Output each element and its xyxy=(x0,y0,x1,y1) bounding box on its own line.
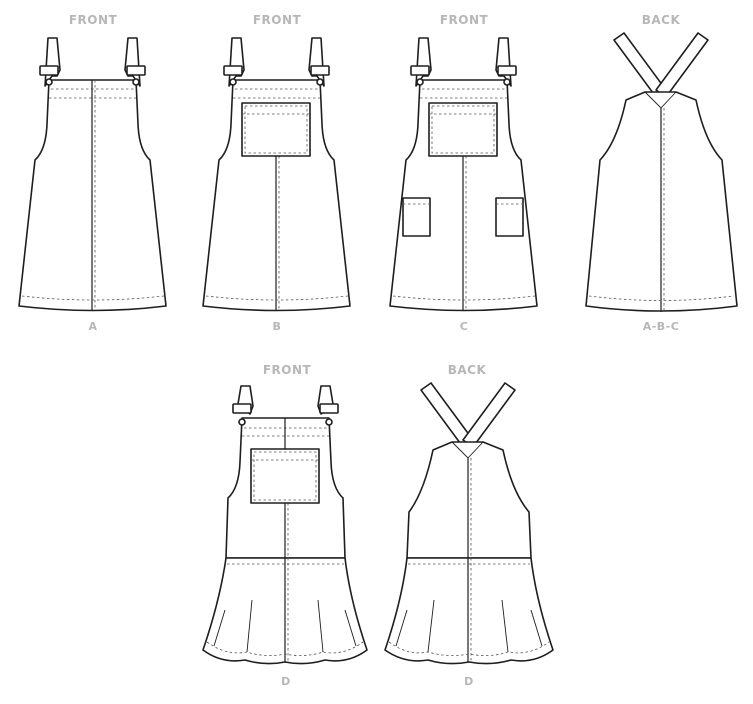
left-button xyxy=(238,418,246,426)
bib-pocket xyxy=(250,448,320,504)
bib-pocket xyxy=(428,102,498,157)
right-button xyxy=(132,78,140,86)
garment-d-front xyxy=(202,385,368,665)
bodice xyxy=(406,441,532,559)
left-button xyxy=(45,78,53,86)
view-label-b: FRONT xyxy=(252,13,302,27)
right-buckle xyxy=(497,65,517,76)
variant-label-abc: A-B-C xyxy=(642,320,680,333)
garment-b-front xyxy=(202,37,351,312)
right-buckle xyxy=(310,65,330,76)
variant-label-b: B xyxy=(272,320,282,333)
view-label-abc-back: BACK xyxy=(641,13,681,27)
variant-label-d-back: D xyxy=(464,675,474,688)
view-label-a: FRONT xyxy=(68,13,118,27)
right-hip-pocket xyxy=(495,197,524,237)
left-buckle xyxy=(232,403,252,414)
left-buckle xyxy=(223,65,243,76)
left-buckle xyxy=(39,65,59,76)
garment-d-back xyxy=(384,382,554,665)
bib-pocket xyxy=(241,102,311,157)
right-buckle xyxy=(319,403,339,414)
variant-label-c: C xyxy=(459,320,469,333)
variant-label-a: A xyxy=(88,320,98,333)
garment-a-front xyxy=(18,37,167,312)
right-strap xyxy=(462,382,516,448)
left-button xyxy=(229,78,237,86)
right-buckle xyxy=(126,65,146,76)
garment-abc-back xyxy=(585,32,738,312)
right-button xyxy=(325,418,333,426)
left-hip-pocket xyxy=(402,197,431,237)
right-button xyxy=(316,78,324,86)
variant-label-d-front: D xyxy=(281,675,291,688)
left-buckle xyxy=(410,65,430,76)
view-label-d-back: BACK xyxy=(447,363,487,377)
left-button xyxy=(416,78,424,86)
right-button xyxy=(503,78,511,86)
right-strap xyxy=(655,32,709,98)
view-label-c: FRONT xyxy=(439,13,489,27)
view-label-d-front: FRONT xyxy=(262,363,312,377)
garment-c-front xyxy=(389,37,538,312)
flounce-skirt xyxy=(384,557,554,665)
